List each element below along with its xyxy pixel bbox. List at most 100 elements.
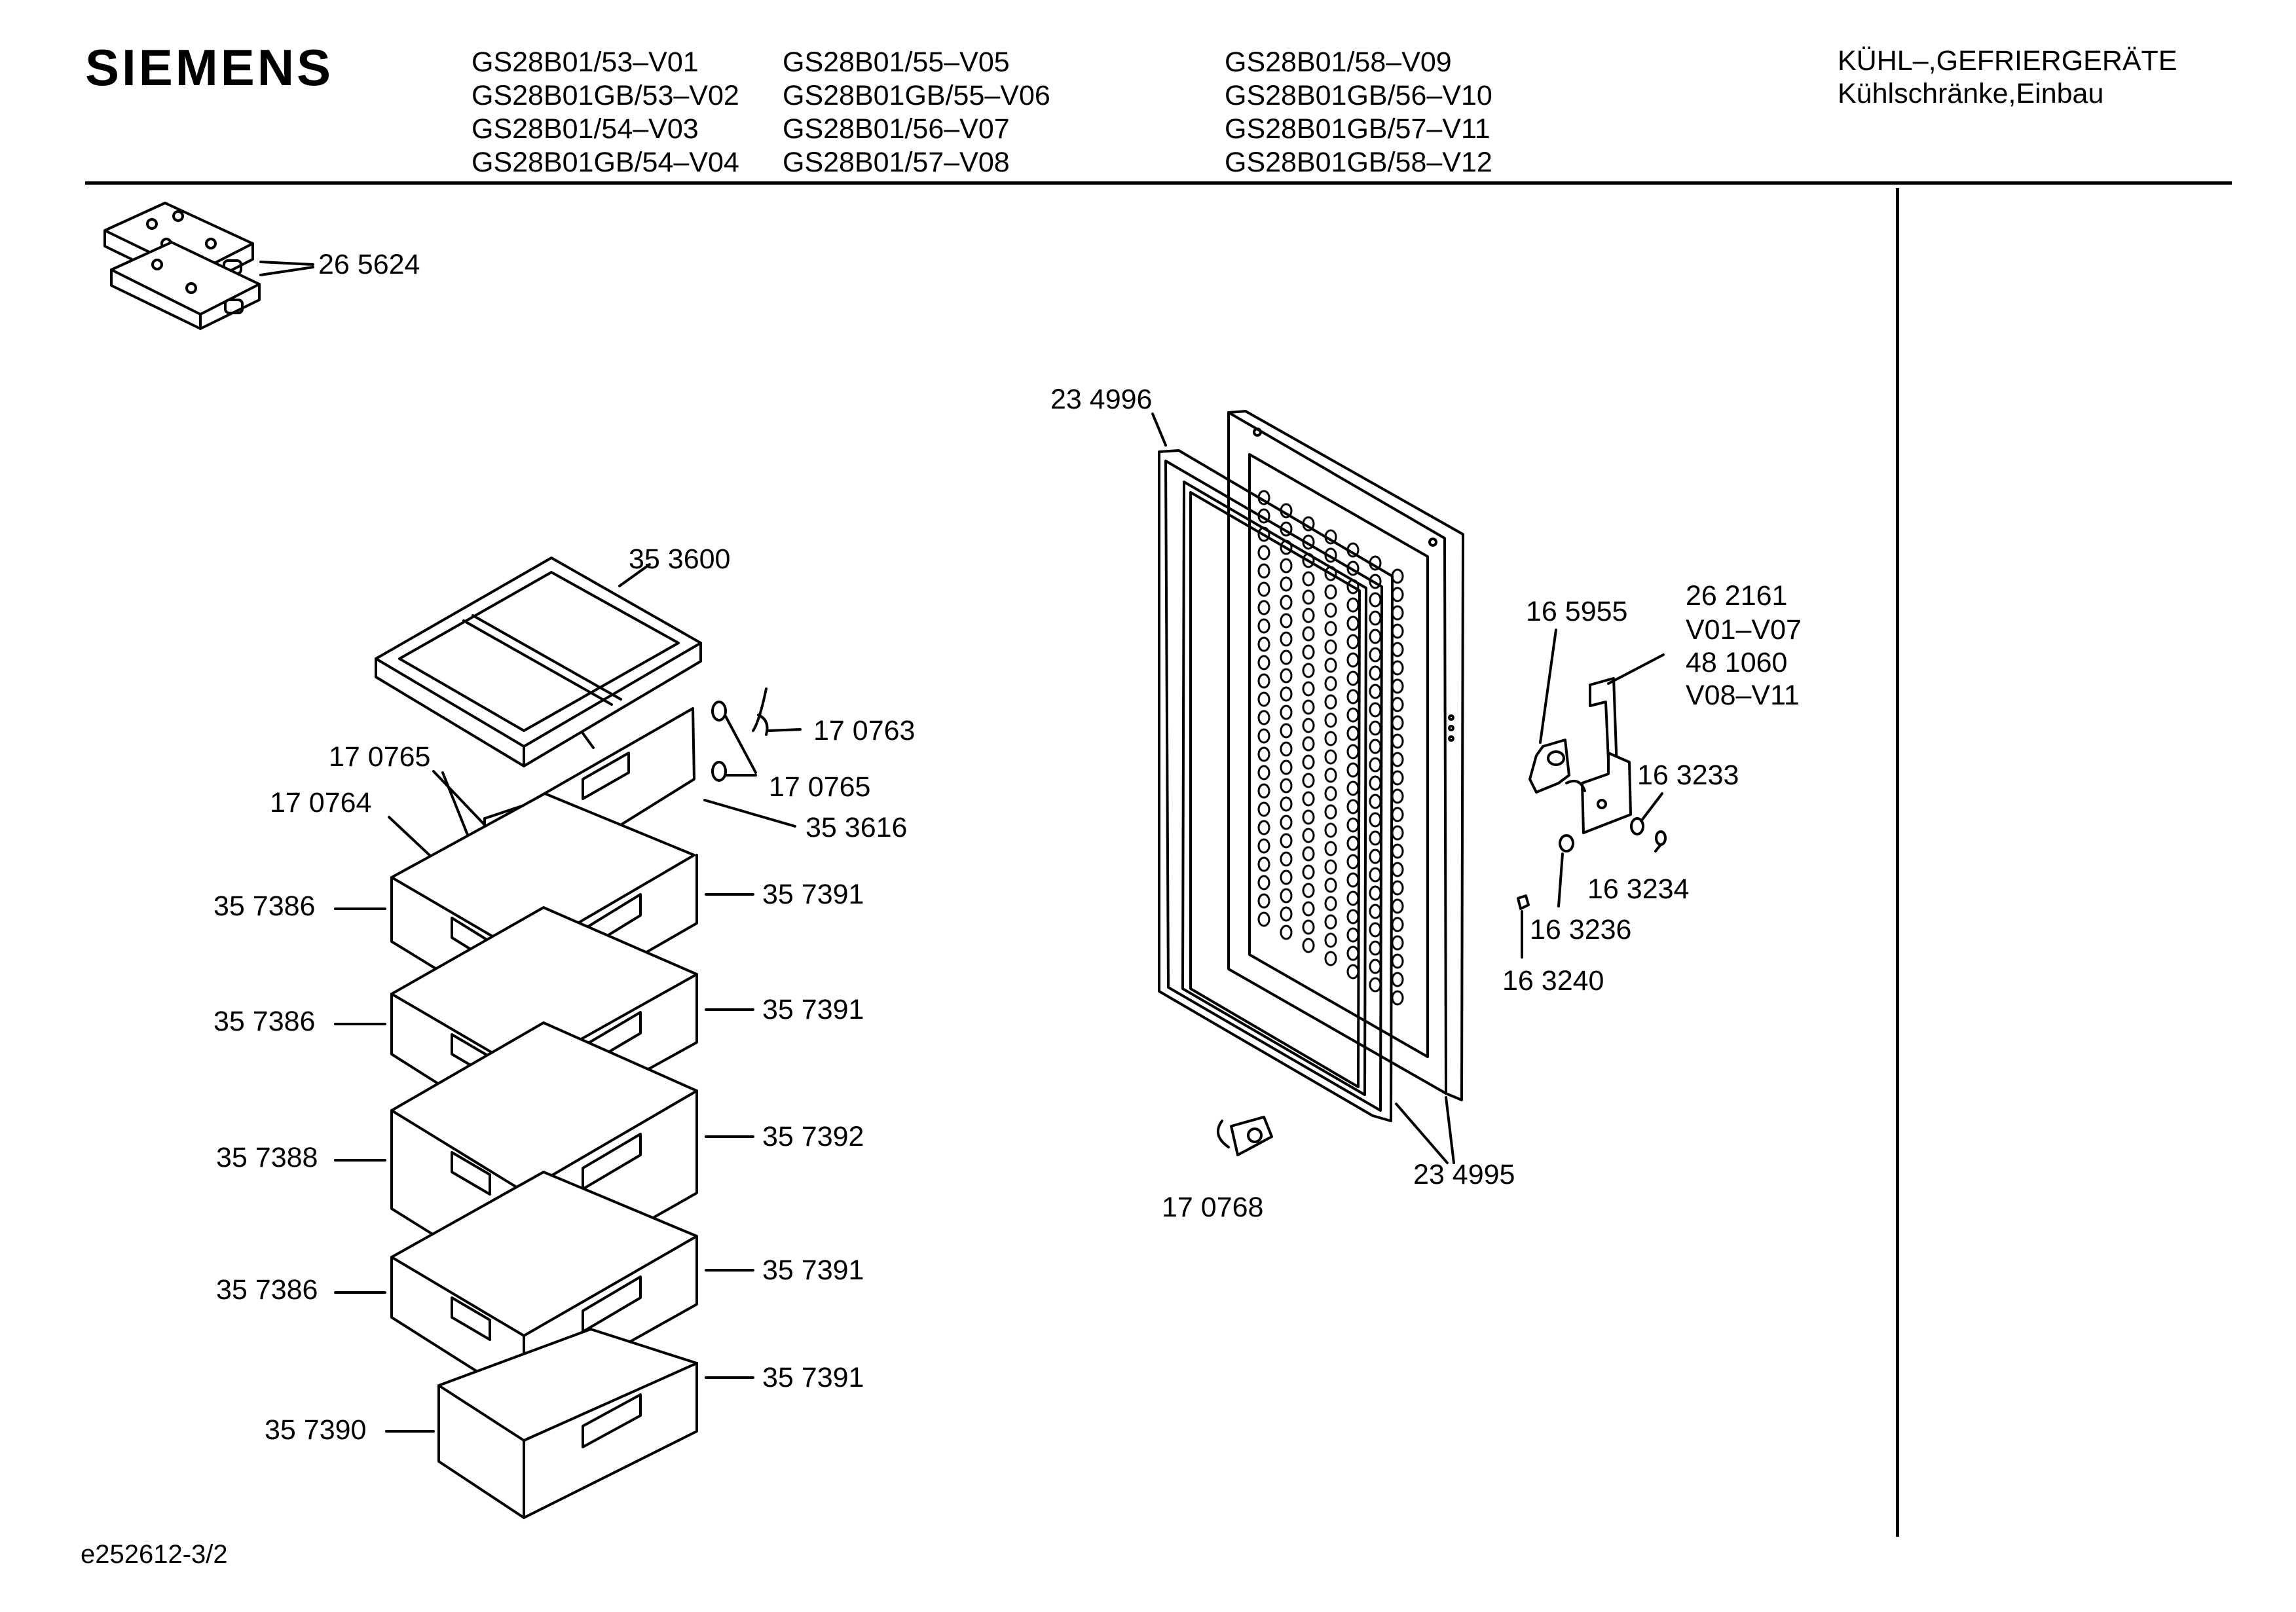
door-dimple [1302, 718, 1315, 733]
part-label: 17 0765 [769, 771, 871, 803]
door-dimple [1324, 639, 1337, 655]
leader-line [432, 770, 489, 829]
door-dimple [1324, 657, 1337, 673]
freezer-shelf [375, 557, 702, 767]
door-dimple [1257, 838, 1270, 854]
door-dimple [1257, 765, 1270, 780]
model-number: GS28B01GB/58–V12 [1225, 147, 1492, 178]
model-number: GS28B01GB/57–V11 [1225, 113, 1491, 145]
door-dimple [1324, 602, 1337, 618]
part-label: 35 3600 [629, 543, 731, 575]
category-subtitle: Kühlschränke,Einbau [1838, 78, 2104, 109]
part-label: 16 3236 [1530, 914, 1632, 945]
door-dimple [1302, 626, 1315, 642]
door-dimple [1302, 663, 1315, 678]
door-dimple [1324, 767, 1337, 783]
door-dimple [1280, 650, 1293, 665]
door-dimple [1302, 773, 1315, 788]
door-dimple [1324, 841, 1337, 856]
model-number: GS28B01/58–V09 [1225, 46, 1452, 78]
door-dimple [1324, 749, 1337, 765]
part-label: 26 2161 [1686, 580, 1788, 612]
door-dimple [1280, 925, 1293, 940]
door-dimple [1257, 820, 1270, 835]
door-dimple [1324, 694, 1337, 710]
door-dimple [1257, 673, 1270, 689]
part-label: 35 7391 [762, 994, 864, 1025]
door-dimple [1257, 746, 1270, 762]
door-dimple [1280, 870, 1293, 885]
door-dimple [1302, 809, 1315, 825]
part-label: V01–V07 [1686, 614, 1802, 646]
door-dimple [1257, 655, 1270, 670]
model-number: GS28B01/57–V08 [783, 147, 1010, 178]
part-label: 35 7386 [213, 1006, 316, 1037]
part-label: 35 7391 [762, 1255, 864, 1286]
door-dimple [1257, 856, 1270, 872]
leader-line [768, 728, 802, 732]
door-dimple [1302, 736, 1315, 752]
part-label: 17 0768 [1162, 1192, 1264, 1223]
ice-pack-parts [103, 202, 261, 330]
door-dimple [1302, 681, 1315, 697]
door-dimple [1324, 896, 1337, 911]
part-label: V08–V11 [1686, 680, 1800, 711]
part-label: 35 3616 [805, 812, 908, 843]
category-title: KÜHL–,GEFRIERGERÄTE [1838, 45, 2177, 77]
part-label: 17 0764 [270, 787, 372, 818]
door-dimple [1324, 621, 1337, 636]
door-dimple [1280, 631, 1293, 647]
door-dimple [1302, 754, 1315, 770]
door-dimple [1257, 875, 1270, 890]
door-dimple [1257, 545, 1270, 560]
door-hinge [1216, 1116, 1273, 1156]
leader-line [1557, 852, 1564, 907]
part-label: 35 7386 [213, 890, 316, 922]
door-dimple [1302, 938, 1315, 953]
door-dimple [1280, 815, 1293, 830]
door-dimple [1302, 589, 1315, 605]
side-divider [1896, 188, 1899, 1537]
door-dimple [1257, 710, 1270, 725]
model-column-1: GS28B01/53–V01 GS28B01GB/53–V02 GS28B01/… [472, 46, 739, 179]
part-label: 48 1060 [1686, 647, 1788, 678]
door-dimple [1280, 613, 1293, 629]
door-dimple [1257, 783, 1270, 799]
leader-line [1539, 629, 1557, 744]
door-dimple [1257, 728, 1270, 744]
model-column-3: GS28B01/58–V09 GS28B01GB/56–V10 GS28B01G… [1225, 46, 1492, 179]
leader-line [1445, 1096, 1455, 1164]
part-label: 23 4995 [1413, 1159, 1515, 1190]
model-number: GS28B01GB/54–V04 [472, 147, 739, 178]
door-dimple [1280, 778, 1293, 794]
part-label: 35 7391 [762, 879, 864, 910]
freezer-door [1227, 410, 1464, 1101]
model-number: GS28B01GB/55–V06 [783, 80, 1050, 111]
door-dimple [1280, 686, 1293, 702]
part-label: 35 7390 [265, 1414, 367, 1446]
door-dimple [1369, 574, 1382, 589]
door-dimple [1324, 676, 1337, 691]
leader-line [1607, 653, 1665, 685]
door-dimple [1324, 932, 1337, 948]
door-dimple [1302, 608, 1315, 623]
part-label: 17 0763 [813, 715, 916, 746]
part-label: 35 7392 [762, 1121, 864, 1152]
door-dimple [1280, 723, 1293, 739]
drawing-code: e252612-3/2 [81, 1540, 228, 1569]
door-dimple [1280, 705, 1293, 720]
door-dimple [1280, 595, 1293, 610]
door-dimple [1302, 699, 1315, 715]
category: KÜHL–,GEFRIERGERÄTE Kühlschränke,Einbau [1838, 45, 2177, 110]
model-number: GS28B01GB/56–V10 [1225, 80, 1492, 111]
door-dimple [1257, 691, 1270, 707]
door-dimple [1302, 571, 1315, 587]
door-dimple [1324, 951, 1337, 966]
model-number: GS28B01/53–V01 [472, 46, 699, 78]
door-dimple [1324, 804, 1337, 820]
door-dimple [1280, 558, 1293, 574]
door-dimple [1302, 846, 1315, 862]
door-dimple [1302, 644, 1315, 660]
door-dimple [1257, 636, 1270, 652]
